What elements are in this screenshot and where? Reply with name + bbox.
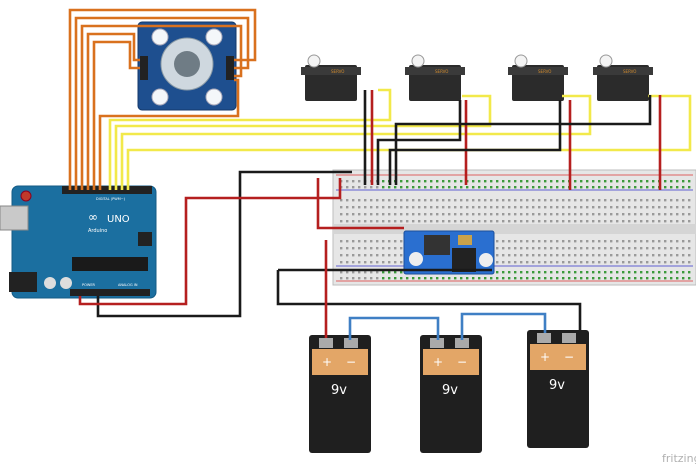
servo-power-wires bbox=[363, 90, 662, 190]
battery-2-minus: − bbox=[457, 355, 467, 369]
servo-3-label: SERVO bbox=[538, 69, 551, 74]
battery-1-voltage: 9v bbox=[331, 383, 347, 398]
power-jack bbox=[9, 272, 37, 292]
fritzing-watermark: fritzing bbox=[662, 452, 696, 465]
servo-4: SERVO bbox=[593, 54, 653, 101]
battery-group: + − 9v + − 9v + − 9v bbox=[309, 330, 589, 453]
battery-3-voltage: 9v bbox=[549, 378, 565, 393]
battery-wires bbox=[348, 312, 547, 340]
digital-header bbox=[62, 186, 152, 194]
usb-port bbox=[0, 205, 29, 231]
analog-label: ANALOG IN bbox=[118, 283, 138, 287]
arduino-uno: ∞ UNO Arduino DIGITAL (PWM~) ANALOG IN P… bbox=[0, 185, 157, 299]
digital-label: DIGITAL (PWM~) bbox=[96, 197, 126, 201]
buck-converter-module bbox=[403, 230, 495, 275]
battery-1-plus: + bbox=[322, 355, 332, 369]
atmega-chip bbox=[72, 257, 148, 271]
servo-2: SERVO bbox=[405, 54, 465, 101]
analog-header bbox=[70, 289, 150, 296]
servo-group: SERVO SERVO SERVO SERVO bbox=[301, 54, 653, 101]
arduino-label: Arduino bbox=[88, 228, 107, 234]
reset-button bbox=[20, 190, 32, 202]
battery-3-minus: − bbox=[564, 350, 574, 364]
servo-3: SERVO bbox=[508, 54, 568, 101]
servo-1-label: SERVO bbox=[331, 69, 344, 74]
servo-2-label: SERVO bbox=[435, 69, 448, 74]
battery-1: + − 9v bbox=[309, 335, 371, 453]
arduino-logo-text: ∞ bbox=[88, 210, 98, 224]
power-label: POWER bbox=[82, 283, 96, 287]
battery-2: + − 9v bbox=[420, 335, 482, 453]
battery-3: + − 9v bbox=[527, 330, 589, 448]
servo-1: SERVO bbox=[301, 54, 361, 101]
orange-wires bbox=[68, 8, 257, 190]
battery-1-minus: − bbox=[346, 355, 356, 369]
battery-2-plus: + bbox=[433, 355, 443, 369]
power-wires bbox=[78, 170, 582, 338]
battery-2-voltage: 9v bbox=[442, 383, 458, 398]
battery-3-plus: + bbox=[540, 350, 550, 364]
yellow-wires bbox=[108, 88, 692, 190]
servo-4-label: SERVO bbox=[623, 69, 636, 74]
color-sensor-module bbox=[137, 21, 237, 111]
uno-label: UNO bbox=[107, 214, 130, 225]
